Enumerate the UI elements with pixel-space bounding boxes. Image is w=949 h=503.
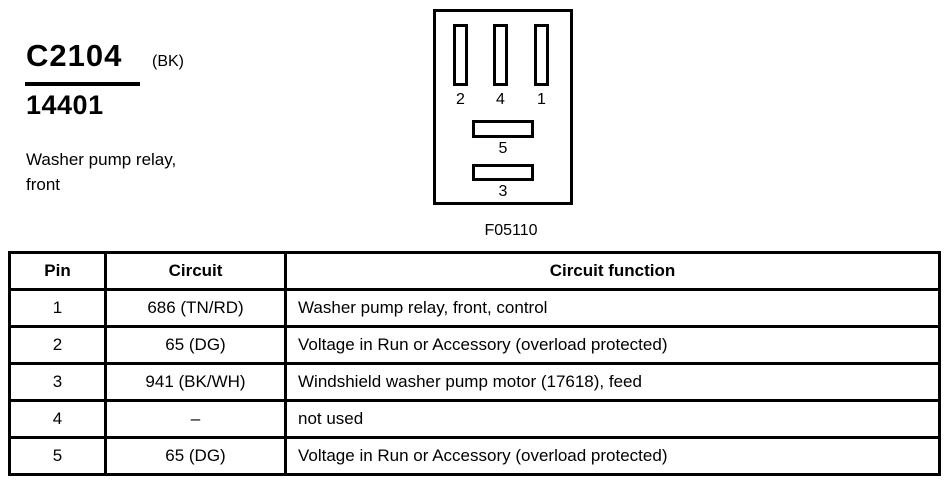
cavity-slot-5 — [472, 120, 534, 138]
column-header-circuit-function: Circuit function — [284, 251, 941, 291]
pin-cell: 5 — [8, 436, 107, 476]
connector-id: C2104 — [26, 38, 123, 73]
circuit-cell: 941 (BK/WH) — [104, 362, 287, 402]
connector-color-code: (BK) — [152, 53, 184, 70]
cavity-slot-2 — [453, 24, 468, 86]
figure-code: F05110 — [484, 222, 538, 239]
table-header-row: Pin Circuit Circuit function — [8, 251, 941, 291]
function-cell: Windshield washer pump motor (17618), fe… — [284, 362, 941, 402]
table-row: 2 65 (DG) Voltage in Run or Accessory (o… — [8, 325, 941, 365]
cavity-slot-1 — [534, 24, 549, 86]
table-row: 5 65 (DG) Voltage in Run or Accessory (o… — [8, 436, 941, 476]
table-row: 1 686 (TN/RD) Washer pump relay, front, … — [8, 288, 941, 328]
cavity-slot-4 — [493, 24, 508, 86]
circuit-cell: – — [104, 399, 287, 439]
pin-label-4: 4 — [496, 91, 505, 108]
pin-label-1: 1 — [537, 91, 546, 108]
part-number: 14401 — [26, 90, 104, 120]
table-row: 4 – not used — [8, 399, 941, 439]
connector-description: Washer pump relay, front — [26, 150, 177, 194]
table-row: 3 941 (BK/WH) Windshield washer pump mot… — [8, 362, 941, 402]
column-header-circuit: Circuit — [104, 251, 287, 291]
pin-cell: 2 — [8, 325, 107, 365]
pin-label-2: 2 — [456, 91, 465, 108]
pin-label-3: 3 — [498, 183, 508, 200]
column-header-pin: Pin — [8, 251, 107, 291]
pin-label-5: 5 — [498, 140, 508, 157]
pin-cell: 4 — [8, 399, 107, 439]
pin-cell: 3 — [8, 362, 107, 402]
connector-id-underline — [25, 82, 140, 86]
function-cell: Voltage in Run or Accessory (overload pr… — [284, 436, 941, 476]
function-cell: Voltage in Run or Accessory (overload pr… — [284, 325, 941, 365]
circuit-cell: 65 (DG) — [104, 436, 287, 476]
pinout-table: Pin Circuit Circuit function 1 686 (TN/R… — [8, 251, 941, 476]
circuit-cell: 65 (DG) — [104, 325, 287, 365]
pin-cell: 1 — [8, 288, 107, 328]
connector-face-diagram: 2 4 1 5 3 — [433, 9, 573, 205]
cavity-slot-3 — [472, 164, 534, 181]
function-cell: not used — [284, 399, 941, 439]
function-cell: Washer pump relay, front, control — [284, 288, 941, 328]
circuit-cell: 686 (TN/RD) — [104, 288, 287, 328]
